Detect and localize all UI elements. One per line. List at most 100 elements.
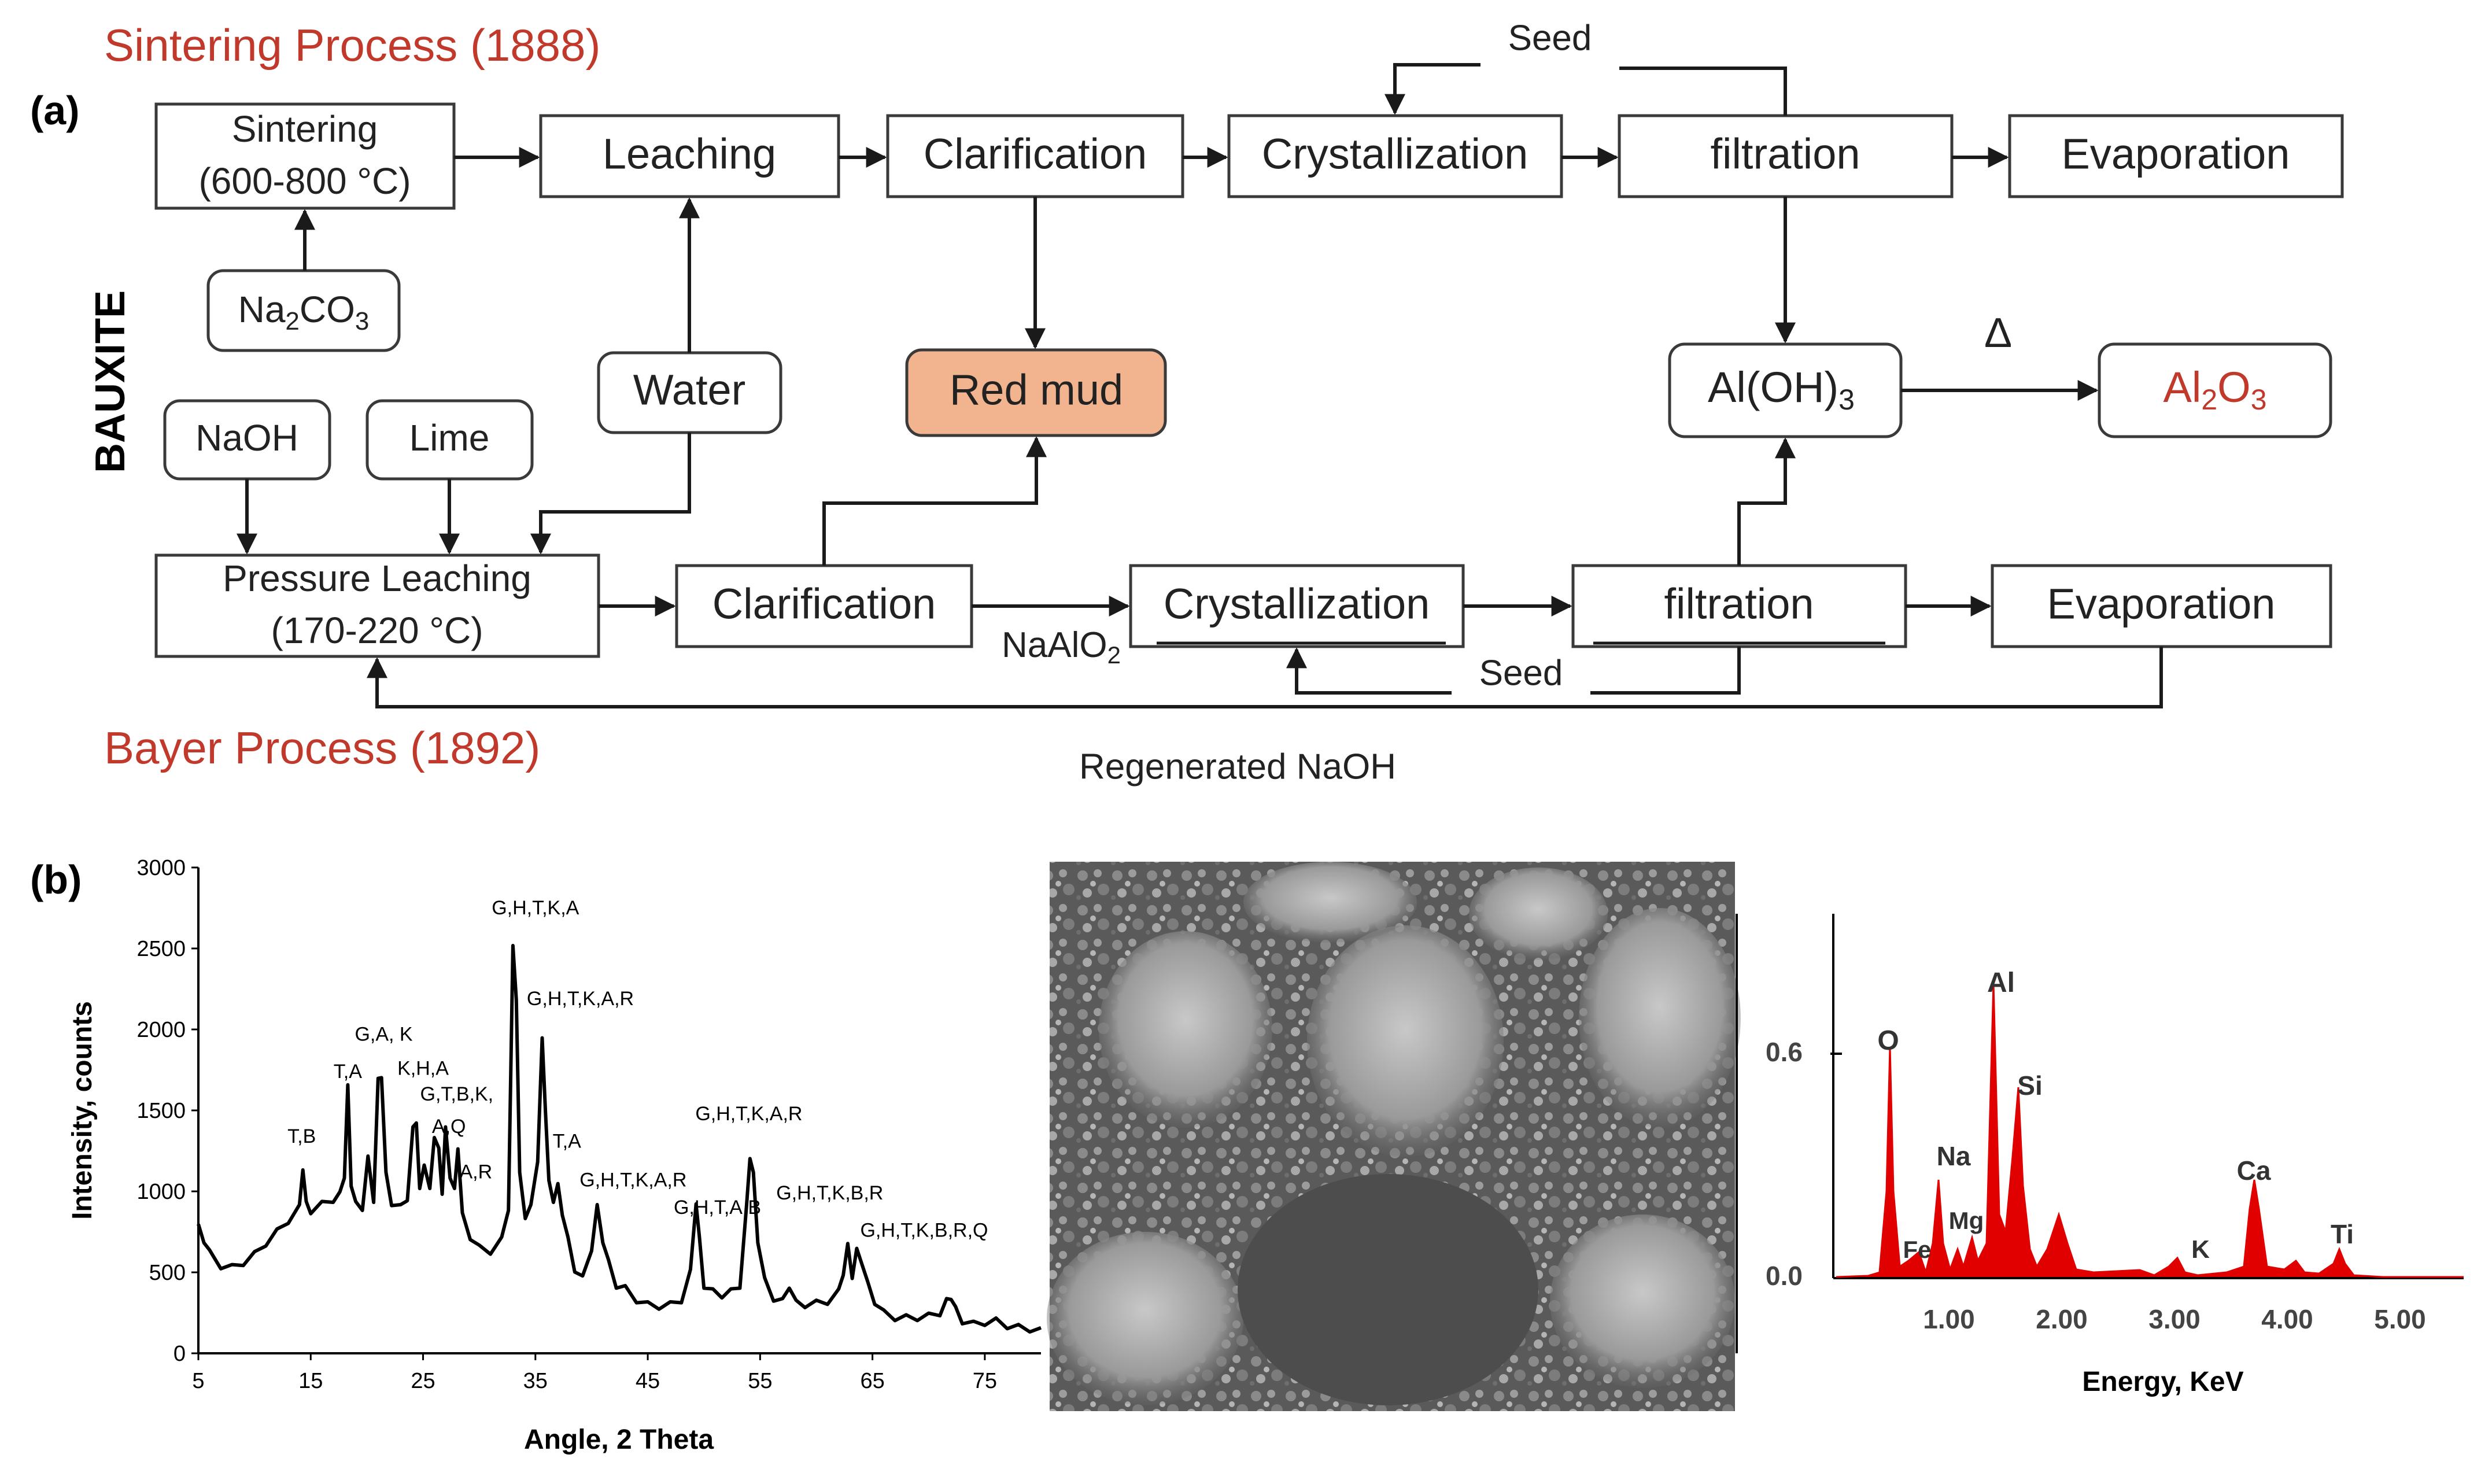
evaporation-top-label: Evaporation	[2062, 130, 2290, 178]
xrd-peak-label: G,H,T,K,A	[492, 897, 579, 919]
crystallization-bottom-box: Crystallization	[1129, 564, 1465, 648]
na2co3-label: Na2CO3	[238, 289, 370, 335]
eds-label-fe: Fe	[1903, 1236, 1931, 1263]
na2co3-box: Na2CO3	[206, 269, 401, 352]
xrd-xtick-label: 55	[748, 1369, 772, 1393]
water-box: Water	[597, 351, 782, 434]
al2o3-box: Al2O3	[2098, 342, 2332, 438]
eds-ytick-0-6: 0.6	[1766, 1037, 1803, 1067]
clarification-bottom-box: Clarification	[675, 564, 973, 648]
lime-label: Lime	[409, 417, 490, 459]
arrow-regenerated-naoh	[367, 647, 2163, 708]
eds-label-o: O	[1877, 1025, 1899, 1056]
flow-arrows	[237, 63, 2163, 708]
regenerated-naoh-label: Regenerated NaOH	[1079, 747, 1396, 787]
evaporation-bottom-box: Evaporation	[1991, 564, 2332, 648]
xrd-peak-label: K,H,A	[397, 1057, 449, 1079]
xrd-peak-label: G,H,T,K,B,R,Q	[860, 1219, 988, 1241]
eds-spectrum-trace	[1836, 983, 2464, 1278]
seed-top-label: Seed	[1508, 18, 1592, 58]
xrd-y-label: Intensity, counts	[67, 1001, 98, 1220]
eds-label-ti: Ti	[2331, 1219, 2354, 1249]
sem-micrograph	[1047, 862, 1741, 1411]
xrd-xtick-label: 5	[192, 1369, 204, 1393]
arrow-filtration-bottom-aloh3	[1737, 437, 1796, 566]
eds-label-na: Na	[1937, 1141, 1971, 1171]
bayer-process-title: Bayer Process (1892)	[104, 722, 540, 773]
eds-xtick-3: 3.00	[2148, 1304, 2201, 1334]
xrd-xtick-label: 15	[298, 1369, 323, 1393]
clarification-bottom-label: Clarification	[712, 580, 936, 628]
clarification-top-label: Clarification	[924, 130, 1147, 178]
pressure-leaching-temp: (170-220 °C)	[271, 610, 483, 651]
eds-label-al: Al	[1987, 968, 2015, 998]
eds-xtick-2: 2.00	[2036, 1304, 2088, 1334]
xrd-peak-label: G,H,T,K,B,R	[776, 1182, 883, 1204]
xrd-peak-label: G,H,T,K,A,R	[579, 1169, 686, 1191]
delta-symbol: Δ	[1984, 310, 2012, 356]
xrd-peak-label: A,R	[459, 1161, 492, 1183]
xrd-ytick-label: 500	[149, 1261, 186, 1285]
evaporation-bottom-label: Evaporation	[2047, 580, 2276, 628]
crystallization-top-label: Crystallization	[1262, 130, 1529, 178]
eds-label-mg: Mg	[1949, 1207, 1984, 1234]
xrd-ytick-label: 3000	[136, 856, 186, 880]
leaching-box: Leaching	[539, 114, 840, 198]
aloh3-box: Al(OH)3	[1668, 342, 1903, 438]
seed-top-return	[1619, 67, 1787, 116]
seed-bottom-arrow	[1286, 647, 1452, 695]
naoh-label: NaOH	[195, 417, 298, 459]
eds-xtick-5: 5.00	[2374, 1304, 2426, 1334]
panel-a-label: (a)	[30, 88, 80, 133]
water-label: Water	[633, 366, 746, 414]
filtration-bottom-label: filtration	[1664, 580, 1814, 628]
al2o3-label: Al2O3	[2164, 363, 2267, 416]
panel-a: (a) Sintering Process (1888) Bayer Proce…	[30, 18, 2344, 787]
xrd-peak-label: A,Q	[432, 1116, 466, 1138]
xrd-xtick-label: 25	[411, 1369, 435, 1393]
xrd-peak-label: G,H,T,K,A,R	[695, 1103, 802, 1125]
filtration-top-box: filtration	[1618, 114, 1954, 198]
xrd-xtick-label: 75	[973, 1369, 997, 1393]
xrd-series-line	[197, 944, 1042, 1334]
bauxite-label: BAUXITE	[87, 290, 134, 473]
xrd-x-label: Angle, 2 Theta	[524, 1424, 714, 1455]
naalo2-label: NaAlO2	[1002, 625, 1121, 669]
pressure-leaching-box: Pressure Leaching (170-220 °C)	[154, 553, 600, 658]
xrd-peak-label: T,B	[287, 1125, 316, 1147]
evaporation-top-box: Evaporation	[2008, 114, 2344, 198]
filtration-bottom-box: filtration	[1571, 564, 1907, 648]
naoh-box: NaOH	[163, 399, 331, 481]
aloh3-label: Al(OH)3	[1708, 363, 1855, 416]
leaching-label: Leaching	[603, 130, 776, 178]
eds-label-ca: Ca	[2237, 1156, 2271, 1186]
xrd-ytick-label: 2500	[136, 937, 186, 961]
seed-top-arrow	[1385, 63, 1481, 115]
xrd-peak-label: G,H,T,A,B	[674, 1197, 761, 1219]
arrow-water-pressure	[530, 433, 691, 555]
red-mud-label: Red mud	[950, 366, 1123, 414]
seed-bottom-label: Seed	[1479, 653, 1563, 693]
xrd-peak-label: T,A	[553, 1130, 581, 1152]
panel-b-label: (b)	[30, 857, 82, 902]
xrd-peak-label: G,T,B,K,	[420, 1083, 494, 1105]
lime-box: Lime	[365, 399, 534, 481]
crystallization-bottom-label: Crystallization	[1164, 580, 1430, 628]
xrd-peak-labels: T,BT,AG,A, KK,H,AG,T,B,K,A,QA,RG,H,T,K,A…	[287, 897, 988, 1241]
xrd-xtick-label: 45	[636, 1369, 660, 1393]
sintering-temp: (600-800 °C)	[198, 160, 411, 202]
filtration-top-label: filtration	[1710, 130, 1860, 178]
xrd-ytick-label: 0	[173, 1342, 186, 1366]
sintering-process-title: Sintering Process (1888)	[104, 20, 600, 71]
sintering-box: Sintering (600-800 °C)	[154, 102, 456, 210]
xrd-peak-label: G,H,T,K,A,R	[527, 988, 634, 1010]
sintering-label: Sintering	[232, 108, 378, 150]
arrow-clarification-bottom-redmud	[822, 436, 1047, 566]
xrd-ytick-label: 1500	[136, 1099, 186, 1123]
crystallization-top-box: Crystallization	[1227, 114, 1563, 198]
